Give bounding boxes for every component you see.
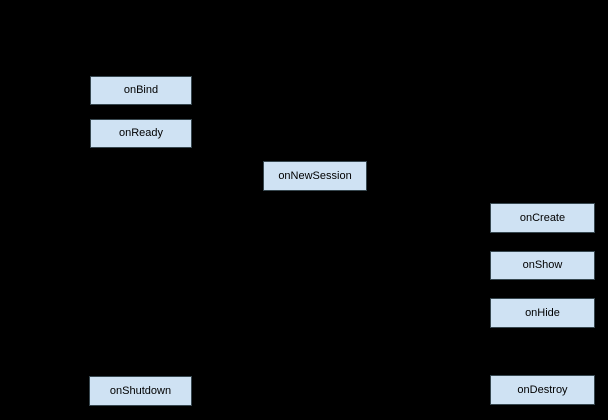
node-oncreate-label: onCreate [519,211,566,224]
node-onbind-label: onBind [123,84,159,96]
node-onhide: onHide [490,298,595,328]
node-oncreate: onCreate [490,203,595,233]
node-ondestroy-label: onDestroy [517,383,568,396]
node-onnewsession-label: onNewSession [278,169,352,182]
node-onshutdown: onShutdown [89,376,192,406]
node-onshutdown-label: onShutdown [109,384,172,397]
node-onbind: onBind [90,76,192,105]
node-onnewsession: onNewSession [263,161,367,191]
node-onready: onReady [90,119,192,148]
node-onshow-label: onShow [522,259,563,271]
node-onhide-label: onHide [525,306,560,319]
node-onshow: onShow [490,251,595,280]
node-onready-label: onReady [118,127,164,139]
node-ondestroy: onDestroy [490,375,595,405]
